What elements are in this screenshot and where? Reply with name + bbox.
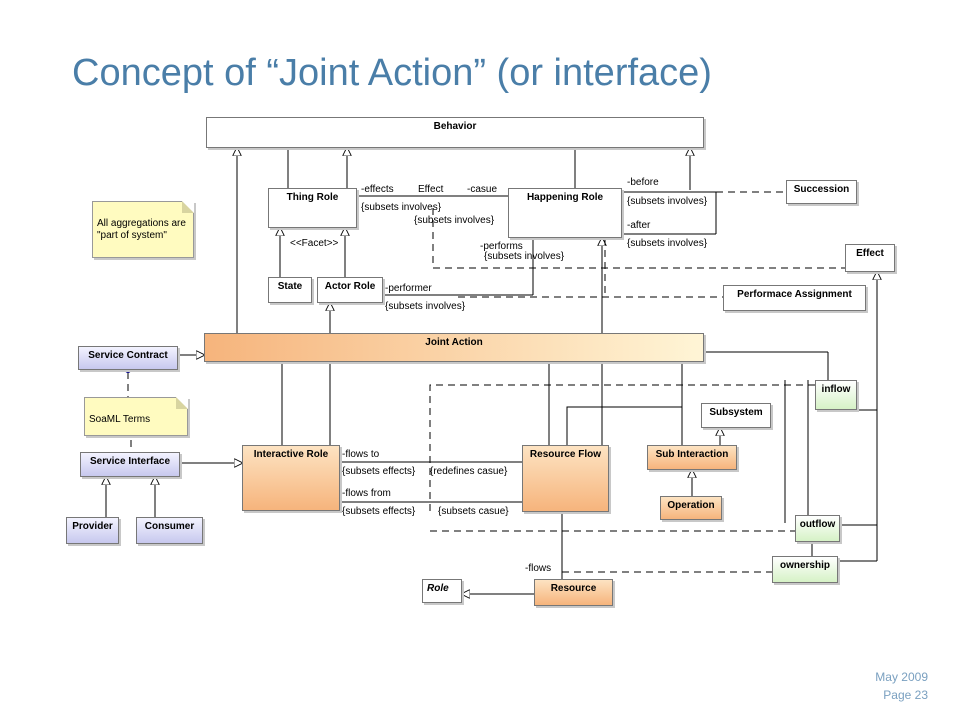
class-sub-interaction[interactable]: Sub Interaction — [647, 445, 737, 470]
label-subsets-involves-2: {subsets involves} — [414, 215, 495, 226]
footer-date: May 2009 — [875, 670, 928, 684]
class-joint-action[interactable]: Joint Action — [204, 333, 704, 362]
class-role[interactable]: Role — [422, 579, 462, 603]
label-flows: -flows — [525, 563, 552, 574]
class-resource[interactable]: Resource — [534, 579, 613, 606]
label-before: -before — [627, 177, 659, 188]
label-flows-from: -flows from — [342, 488, 391, 499]
class-actor-role[interactable]: Actor Role — [317, 277, 383, 303]
class-operation[interactable]: Operation — [660, 496, 722, 520]
class-state[interactable]: State — [268, 277, 312, 303]
class-ownership[interactable]: ownership — [772, 556, 838, 583]
note-aggregations: All aggregations are "part of system" — [92, 201, 194, 258]
label-effects: -effects — [361, 184, 394, 195]
label-flows-to: -flows to — [342, 449, 380, 460]
class-thing-role[interactable]: Thing Role — [268, 188, 357, 228]
label-casue: -casue — [467, 184, 498, 195]
class-service-contract[interactable]: Service Contract — [78, 346, 178, 370]
class-happening-role[interactable]: Happening Role — [508, 188, 622, 238]
footer-page-number: Page 23 — [883, 688, 928, 702]
class-effect[interactable]: Effect — [845, 244, 895, 272]
label-subsets-involves-1: {subsets involves} — [361, 202, 442, 213]
class-performance-assignment[interactable]: Performace Assignment — [723, 285, 866, 311]
label-subsets-involves-6: {subsets involves} — [385, 301, 466, 312]
class-consumer[interactable]: Consumer — [136, 517, 203, 544]
label-subsets-involves-4: {subsets involves} — [627, 196, 708, 207]
gen-line-sub-interaction-happening — [566, 406, 683, 445]
dash-effects-effect — [432, 208, 845, 269]
label-facet-stereotype: <<Facet>> — [290, 238, 339, 249]
label-subsets-involves-5: {subsets involves} — [627, 238, 708, 249]
class-outflow[interactable]: outflow — [795, 515, 840, 542]
class-service-interface[interactable]: Service Interface — [80, 452, 180, 477]
label-performs: -performs — [480, 241, 523, 252]
class-behavior[interactable]: Behavior — [206, 117, 704, 148]
label-subsets-casue: {subsets casue} — [438, 506, 509, 517]
class-succession[interactable]: Succession — [786, 180, 857, 204]
slide-title: Concept of “Joint Action” (or interface) — [72, 52, 712, 94]
class-resource-flow[interactable]: Resource Flow — [522, 445, 609, 512]
label-after: -after — [627, 220, 651, 231]
class-inflow[interactable]: inflow — [815, 380, 857, 410]
class-provider[interactable]: Provider — [66, 517, 119, 544]
note-soaml-terms: SoaML Terms — [84, 397, 188, 436]
label-performer: -performer — [385, 283, 432, 294]
label-subsets-effects-2: {subsets effects} — [342, 506, 416, 517]
class-subsystem[interactable]: Subsystem — [701, 403, 771, 428]
label-subsets-involves-3: {subsets involves} — [484, 251, 565, 262]
label-redefines-casue: {redefines casue} — [430, 466, 508, 477]
label-effect-name: Effect — [418, 184, 444, 195]
label-subsets-effects-1: {subsets effects} — [342, 466, 416, 477]
dash-inflow — [429, 384, 815, 511]
class-interactive-role[interactable]: Interactive Role — [242, 445, 340, 511]
